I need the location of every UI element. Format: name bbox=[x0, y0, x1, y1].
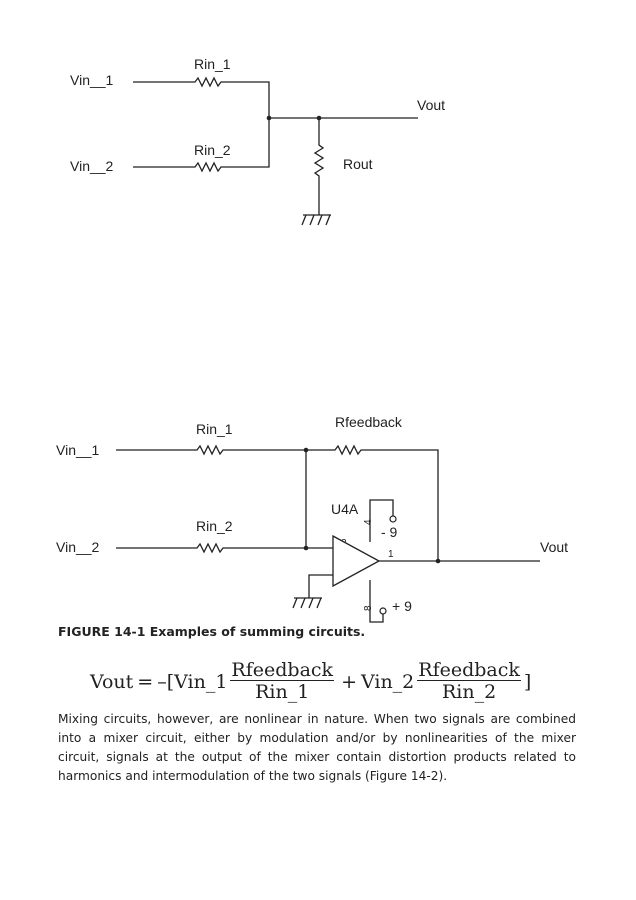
label-rin2: Rin_2 bbox=[196, 518, 233, 534]
label-rout: Rout bbox=[343, 156, 373, 172]
label-vin1: Vin__1 bbox=[70, 72, 114, 88]
label-vout: Vout bbox=[540, 539, 568, 555]
equation-prefix: –[Vin_1 bbox=[157, 670, 228, 693]
negative-supply-pin bbox=[369, 499, 397, 542]
figure-caption: FIGURE 14-1 Examples of summing circuits… bbox=[58, 624, 366, 639]
label-pos-supply: + 9 bbox=[392, 598, 412, 614]
fraction-denominator: Rin_1 bbox=[255, 681, 310, 703]
junction-node bbox=[303, 545, 309, 551]
pin-label: 1 bbox=[388, 549, 394, 560]
junction-node bbox=[266, 115, 272, 121]
equation-fraction-2: Rfeedback Rin_2 bbox=[417, 660, 521, 703]
wire-vin1 bbox=[116, 444, 306, 456]
fraction-numerator: Rfeedback bbox=[417, 659, 521, 681]
label-rfeedback: Rfeedback bbox=[335, 414, 403, 430]
label-rin1: Rin_1 bbox=[194, 56, 231, 72]
label-opamp: U4A bbox=[331, 501, 359, 517]
wire-noninverting-ground bbox=[308, 574, 333, 598]
resistor-rout bbox=[313, 118, 325, 215]
label-rin2: Rin_2 bbox=[194, 142, 231, 158]
wire-vin1 bbox=[133, 76, 270, 118]
equation-term2: Vin_2 bbox=[360, 670, 415, 693]
label-vout: Vout bbox=[417, 97, 445, 113]
resistor-rfeedback bbox=[306, 444, 439, 561]
pin-label: 4 bbox=[363, 519, 374, 525]
figure-passive-summing-circuit: Vin__1 Vin__2 Rin_1 Rin_2 Vout Rout bbox=[70, 56, 445, 226]
junction-node bbox=[303, 447, 309, 453]
label-rin1: Rin_1 bbox=[196, 421, 233, 437]
positive-supply-pin bbox=[369, 580, 387, 623]
body-paragraph: Mixing circuits, however, are nonlinear … bbox=[58, 712, 576, 783]
wire-vin2 bbox=[133, 118, 270, 173]
label-neg-supply: - 9 bbox=[381, 524, 398, 540]
opamp-symbol bbox=[332, 534, 381, 588]
label-vin2: Vin__2 bbox=[70, 158, 114, 174]
equation-suffix: ] bbox=[523, 670, 532, 693]
ground-icon bbox=[292, 597, 322, 609]
equation-lhs: Vout bbox=[90, 670, 134, 693]
wire-vin2 bbox=[116, 542, 333, 554]
equation-plus: + bbox=[341, 670, 357, 693]
summing-equation: Vout = –[Vin_1 Rfeedback Rin_1 + Vin_2 R… bbox=[90, 660, 531, 703]
figure-opamp-summing-circuit: Vin__1 Vin__2 Rin_1 Rin_2 Rfeedback U4A … bbox=[56, 414, 568, 623]
fraction-denominator: Rin_2 bbox=[441, 681, 497, 703]
pin-label: 8 bbox=[363, 605, 374, 611]
ground-icon bbox=[301, 214, 331, 226]
label-vin1: Vin__1 bbox=[56, 442, 100, 458]
equation-equals: = bbox=[137, 670, 154, 693]
fraction-numerator: Rfeedback bbox=[230, 659, 335, 681]
label-vin2: Vin__2 bbox=[56, 539, 100, 555]
equation-fraction-1: Rfeedback Rin_1 bbox=[230, 659, 335, 703]
